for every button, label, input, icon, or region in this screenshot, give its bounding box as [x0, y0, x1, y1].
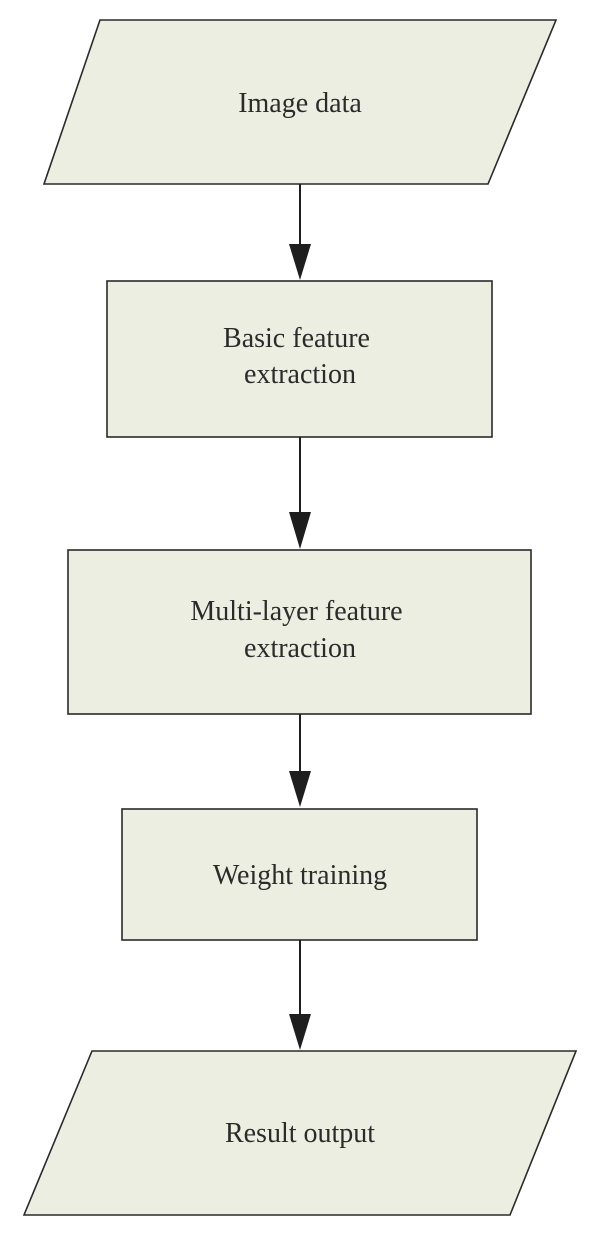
weight-training-label: Weight training — [213, 860, 387, 891]
edge-basic-to-multi-layer — [289, 437, 311, 549]
edge-weight-training-to-result-output — [289, 940, 311, 1050]
node-result-output: Result output — [22, 1050, 578, 1216]
image-data-label: Image data — [238, 88, 362, 119]
node-image-data: Image data — [42, 19, 558, 185]
multi-layer-feature-extraction-line-2: extraction — [244, 633, 356, 664]
basic-feature-extraction-shape — [106, 280, 493, 438]
result-output-shape — [22, 1050, 578, 1216]
image-data-shape — [42, 19, 558, 185]
edge-multi-layer-to-weight-training — [289, 714, 311, 807]
multi-layer-feature-extraction-label: Multi-layer feature extraction — [190, 596, 409, 664]
node-weight-training: Weight training — [121, 808, 478, 941]
node-basic-feature-extraction: Basic feature extraction — [106, 280, 493, 438]
basic-feature-extraction-line-1: Basic feature — [223, 323, 370, 354]
basic-feature-extraction-line-2: extraction — [244, 359, 356, 390]
arrowhead-icon — [289, 512, 311, 549]
basic-feature-extraction-label: Basic feature extraction — [223, 323, 377, 390]
multi-layer-feature-extraction-shape — [67, 549, 532, 715]
arrowhead-icon — [289, 244, 311, 280]
arrowhead-icon — [289, 771, 311, 807]
multi-layer-feature-extraction-line-1: Multi-layer feature — [190, 596, 402, 627]
node-multi-layer-feature-extraction: Multi-layer feature extraction — [67, 549, 532, 715]
arrowhead-icon — [289, 1014, 311, 1050]
edge-image-data-to-basic-feature-extraction — [289, 184, 311, 280]
result-output-label: Result output — [225, 1118, 375, 1149]
